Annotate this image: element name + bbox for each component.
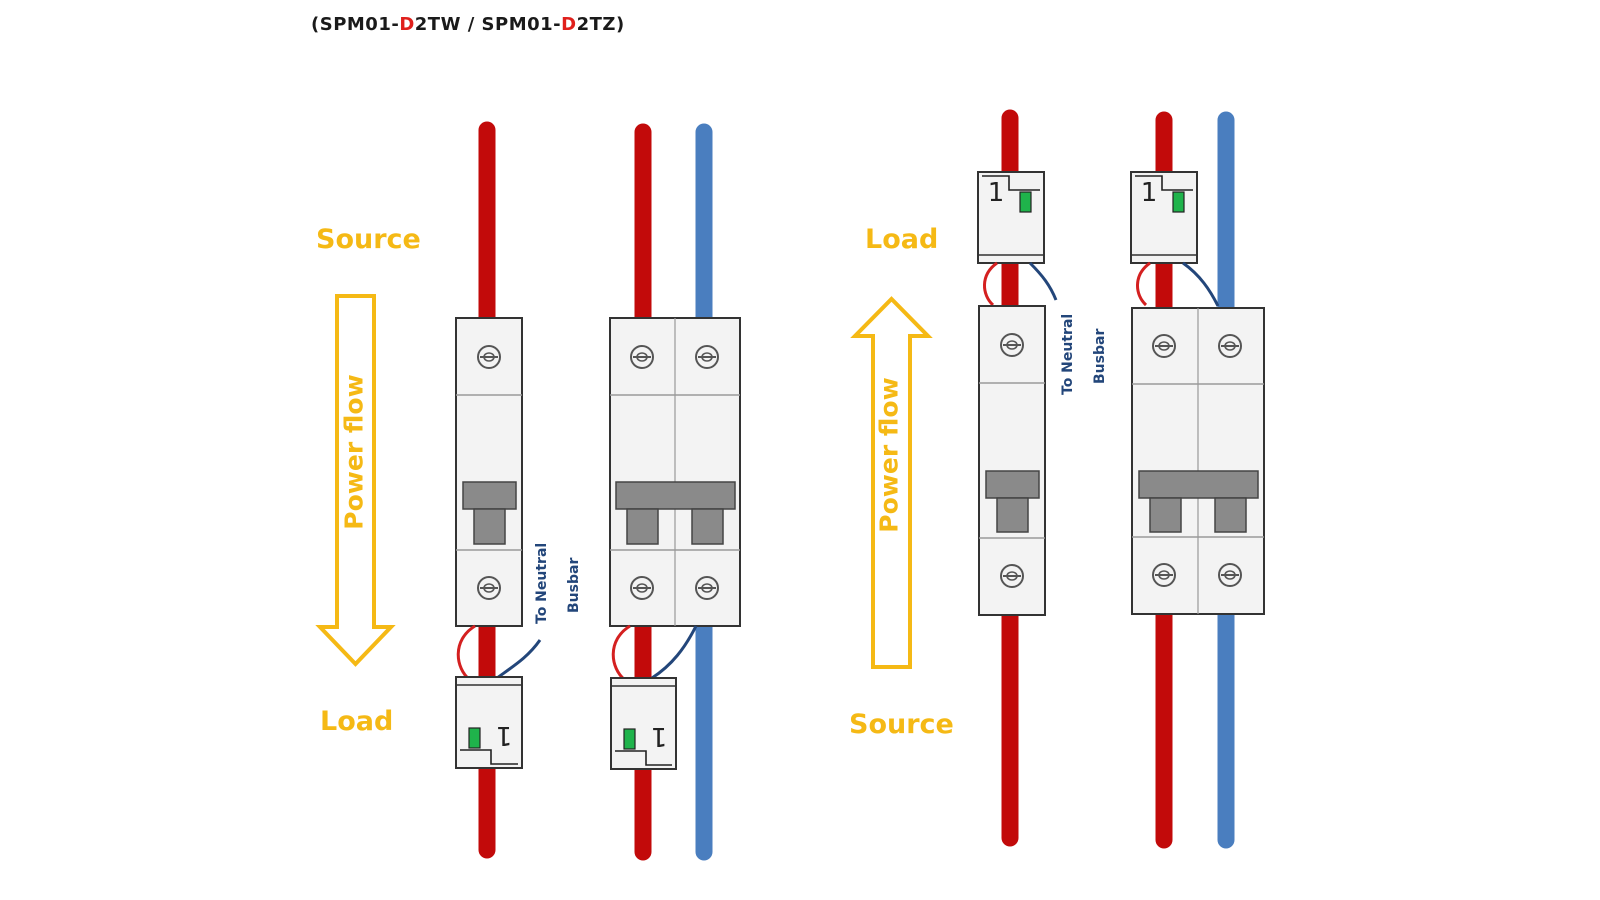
energy-meter-module: 1 <box>455 676 523 769</box>
terminal-screw-icon <box>695 576 719 600</box>
breaker-handle-icon <box>462 481 517 545</box>
neutral-busbar-label-line-1: To Neutral <box>534 543 550 624</box>
arrow-down-icon <box>315 294 396 667</box>
double-pole-breaker <box>1131 307 1265 615</box>
power-flow-label: Power flow <box>340 374 369 529</box>
terminal-screw-icon <box>630 576 654 600</box>
single-pole-breaker <box>455 317 523 627</box>
meter-glyph: 1 <box>1141 178 1158 208</box>
terminal-screw-icon <box>1218 563 1242 587</box>
breaker-handle-icon <box>615 481 736 545</box>
double-pole-breaker <box>609 317 741 627</box>
status-indicator-icon <box>623 728 636 750</box>
terminal-screw-icon <box>630 345 654 369</box>
status-indicator-icon <box>1172 191 1185 213</box>
breaker-handle-icon <box>1138 470 1259 533</box>
terminal-screw-icon <box>1000 333 1024 357</box>
right-panel: 1 1 <box>849 109 1265 849</box>
source-label: Source <box>849 709 954 740</box>
meter-live-lead <box>1136 261 1151 307</box>
terminal-screw-icon <box>695 345 719 369</box>
single-pole-breaker <box>978 305 1046 616</box>
model-title-highlight-2: D <box>561 14 577 35</box>
energy-meter-module: 1 <box>610 677 677 770</box>
meter-glyph: 1 <box>651 721 668 751</box>
status-indicator-icon <box>468 727 481 749</box>
energy-meter-module: 1 <box>977 171 1045 264</box>
model-title-middle: 2TW / SPM01- <box>414 14 562 35</box>
terminal-screw-icon <box>1152 334 1176 358</box>
meter-live-lead <box>983 261 998 307</box>
meter-live-lead <box>611 624 631 682</box>
load-label: Load <box>865 224 938 255</box>
meter-neutral-lead <box>1028 261 1058 301</box>
status-indicator-icon <box>1019 191 1032 213</box>
neutral-busbar-label-line-1: To Neutral <box>1060 314 1076 395</box>
source-label: Source <box>316 224 421 255</box>
meter-neutral-lead <box>496 639 542 680</box>
power-flow-label: Power flow <box>875 377 904 532</box>
terminal-screw-icon <box>477 576 501 600</box>
meter-glyph: 1 <box>988 178 1005 208</box>
energy-meter-module: 1 <box>1130 171 1198 264</box>
load-label: Load <box>320 706 393 737</box>
arrow-up-icon <box>850 296 933 669</box>
meter-neutral-lead <box>651 625 698 680</box>
meter-live-lead <box>456 624 476 682</box>
left-panel: 1 1 Power flow Source Load To Neutral Bu… <box>315 121 741 861</box>
meter-neutral-lead <box>1182 261 1220 307</box>
terminal-screw-icon <box>1152 563 1176 587</box>
model-title-prefix: (SPM01- <box>311 14 400 35</box>
model-title: (SPM01-D2TW / SPM01-D2TZ) <box>311 14 625 35</box>
terminal-screw-icon <box>1000 564 1024 588</box>
neutral-busbar-label-line-2: Busbar <box>1092 329 1108 384</box>
terminal-screw-icon <box>477 345 501 369</box>
model-title-highlight-1: D <box>399 14 415 35</box>
neutral-busbar-label-line-2: Busbar <box>566 558 582 613</box>
meter-glyph: 1 <box>496 720 513 750</box>
terminal-screw-icon <box>1218 334 1242 358</box>
model-title-suffix: 2TZ) <box>576 14 625 35</box>
breaker-handle-icon <box>985 470 1040 533</box>
